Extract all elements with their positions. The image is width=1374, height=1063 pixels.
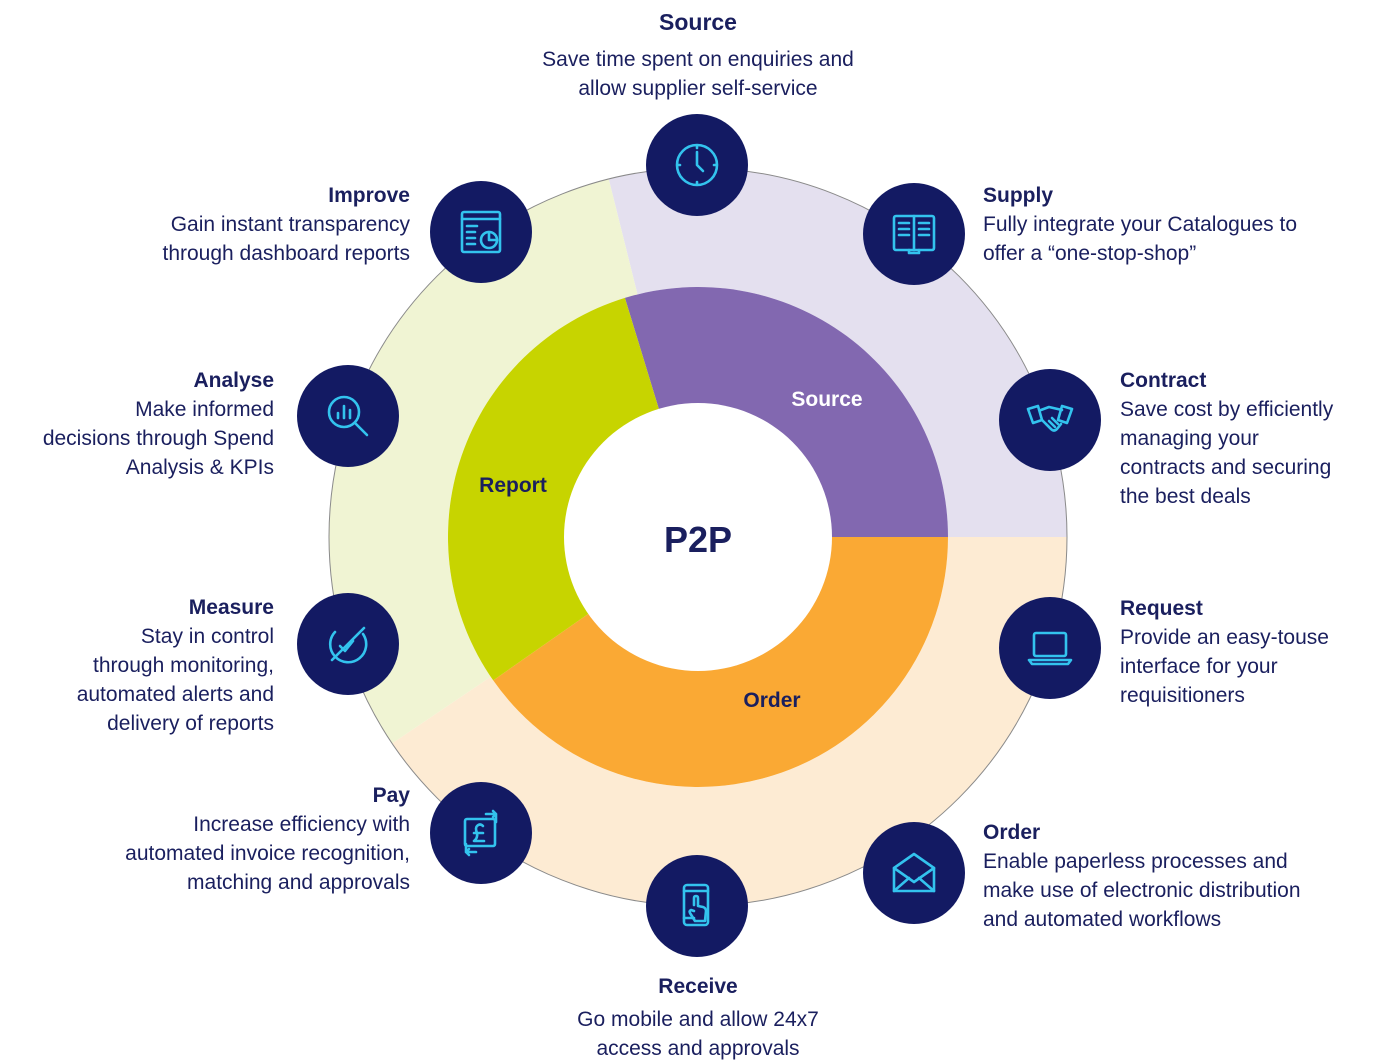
center-label: P2P	[663, 519, 733, 560]
stage-title-pay: Pay	[372, 784, 410, 807]
stage-desc-receive: Go mobile and allow 24x7 access and appr…	[577, 1008, 819, 1060]
stage-request: Request Provide an easy-touse interface …	[1120, 594, 1370, 710]
handshake-icon	[999, 369, 1101, 471]
stage-desc-supply: Fully integrate your Catalogues to offer…	[983, 213, 1298, 265]
envelope-icon	[863, 822, 965, 924]
catalogue-book-icon	[863, 183, 965, 285]
dashboard-report-icon	[430, 181, 532, 283]
stage-desc-request: Provide an easy-touse interface for your…	[1120, 626, 1329, 707]
stage-title-contract: Contract	[1120, 369, 1207, 392]
segment-label-order: Order	[743, 689, 801, 712]
stage-desc-analyse: Make informed decisions through Spend An…	[42, 398, 274, 479]
stage-title-measure: Measure	[188, 596, 274, 619]
magnifier-chart-icon	[297, 365, 399, 467]
segment-label-report: Report	[479, 474, 547, 497]
pound-exchange-icon	[430, 782, 532, 884]
stage-title-analyse: Analyse	[193, 369, 274, 392]
center-hole	[564, 403, 832, 671]
laptop-icon	[999, 597, 1101, 699]
inner-segment-report	[447, 297, 660, 681]
mobile-tap-icon	[646, 855, 748, 957]
stage-title-improve: Improve	[328, 184, 410, 207]
stage-desc-source: Save time spent on enquiries and allow s…	[542, 48, 854, 100]
clock-icon	[646, 114, 748, 216]
stage-source: Source Save time spent on enquiries and …	[478, 8, 918, 103]
stage-title-order: Order	[983, 821, 1041, 844]
stage-desc-contract: Save cost by efficiently managing your c…	[1120, 398, 1334, 508]
stage-order: Order Enable paperless processes and mak…	[983, 818, 1368, 934]
stage-desc-measure: Stay in control through monitoring, auto…	[76, 625, 274, 735]
stage-measure: Measure Stay in control through monitori…	[8, 593, 274, 738]
stage-supply: Supply Fully integrate your Catalogues t…	[983, 181, 1363, 268]
stage-title-receive: Receive	[658, 975, 738, 998]
stage-title-supply: Supply	[983, 184, 1054, 207]
inner-segment-source	[624, 286, 948, 537]
stage-desc-pay: Increase efficiency with automated invoi…	[125, 813, 410, 894]
stage-pay: Pay Increase efficiency with automated i…	[40, 781, 410, 897]
stage-analyse: Analyse Make informed decisions through …	[4, 366, 274, 482]
stage-receive: Receive Go mobile and allow 24x7 access …	[478, 972, 918, 1063]
outer-ring-order-segment	[392, 537, 1067, 906]
stage-desc-improve: Gain instant transparency through dashbo…	[162, 213, 411, 265]
gauge-check-icon	[297, 593, 399, 695]
stage-desc-order: Enable paperless processes and make use …	[983, 850, 1301, 931]
segment-label-source: Source	[791, 388, 863, 411]
outer-ring-report-segment	[328, 178, 638, 744]
stage-title-request: Request	[1120, 597, 1203, 620]
outer-ring-source-segment	[608, 168, 1067, 537]
stage-improve: Improve Gain instant transparency throug…	[60, 181, 411, 268]
stage-title-source: Source	[659, 9, 737, 35]
inner-segment-order	[493, 537, 948, 788]
stage-contract: Contract Save cost by efficiently managi…	[1120, 366, 1370, 511]
